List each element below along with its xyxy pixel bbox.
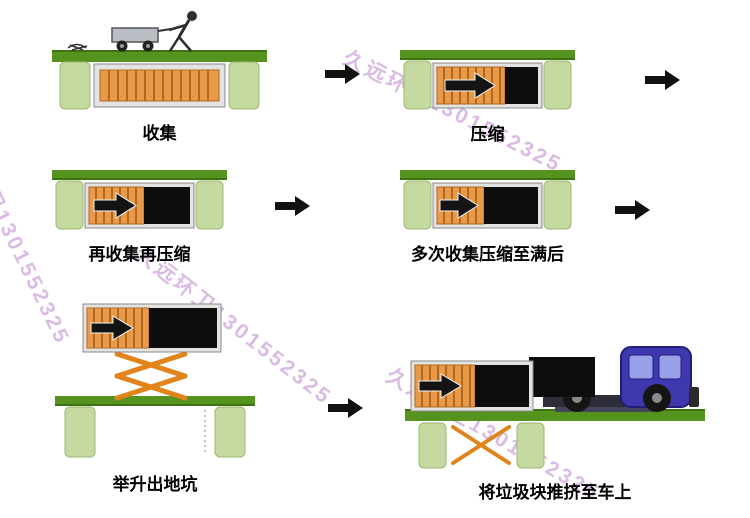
compacted-waste xyxy=(475,365,529,407)
compacted-waste xyxy=(505,67,538,104)
stage-lift-out-of-pit: 举升出地坑 xyxy=(55,302,255,495)
stage-compress-until-full: 多次收集压缩至满后 xyxy=(400,170,575,265)
ram-arrow-icon xyxy=(93,192,137,219)
stage-push-onto-truck: 将垃圾块推挤至车上 xyxy=(405,295,705,503)
truck-side-window xyxy=(628,354,654,380)
stage-recollect-recompress: 再收集再压缩 xyxy=(52,170,227,265)
pit-wall-right xyxy=(195,180,224,230)
waste-block-on-truck xyxy=(529,357,595,397)
pit-wall-left xyxy=(64,406,96,458)
compacted-waste xyxy=(484,187,538,224)
ram-arrow-icon xyxy=(90,315,134,341)
ground xyxy=(400,50,575,59)
stage-caption: 将垃圾块推挤至车上 xyxy=(478,483,632,502)
pit-wall-right xyxy=(228,61,260,110)
waste-container xyxy=(432,62,543,109)
pit-wall-left xyxy=(55,180,84,230)
ground xyxy=(52,170,227,179)
ground xyxy=(400,170,575,179)
ground xyxy=(405,411,705,421)
scissor-lift xyxy=(114,351,188,401)
full-container-scene-illustration xyxy=(400,170,575,230)
pit-wall-left xyxy=(403,180,432,230)
truck-windshield xyxy=(658,354,682,380)
pit-wall-right xyxy=(214,406,246,458)
collection-scene-illustration xyxy=(52,11,267,110)
compacted-waste xyxy=(149,308,217,348)
stage-caption: 再收集再压缩 xyxy=(88,245,191,264)
pit-wall-left xyxy=(403,60,432,110)
pit-wall-left xyxy=(418,422,447,469)
ground-edge xyxy=(400,58,575,60)
ground xyxy=(55,396,255,405)
pit-wall-left xyxy=(59,61,91,110)
flow-arrow-icon xyxy=(275,196,310,216)
flow-arrow-icon xyxy=(328,398,363,418)
ground-edge xyxy=(400,178,575,180)
pit-wall-right xyxy=(543,60,572,110)
stage-caption: 压缩 xyxy=(470,125,505,144)
truck-chassis xyxy=(555,407,655,412)
retracted-scissor-lift xyxy=(451,425,511,465)
ram-arrow-icon xyxy=(439,192,479,219)
handcart-icon xyxy=(111,27,172,52)
truck-bumper xyxy=(689,387,699,407)
flow-arrow-icon xyxy=(645,70,680,90)
ground-edge xyxy=(52,50,267,53)
waste-container xyxy=(93,63,226,108)
flow-arrow-icon xyxy=(325,64,360,84)
stage-caption: 收集 xyxy=(142,124,177,143)
waste-container xyxy=(432,182,543,229)
ram-arrow-icon xyxy=(418,373,462,399)
waste-container xyxy=(84,182,195,229)
compression-scene-illustration xyxy=(400,50,575,110)
stage-collection: 收集 xyxy=(52,6,267,144)
compacted-waste xyxy=(144,187,190,224)
recompression-scene-illustration xyxy=(52,170,227,230)
worker-figure-icon xyxy=(168,11,197,52)
stage-compression: 压缩 xyxy=(400,50,575,145)
ground xyxy=(52,52,267,62)
stage-caption: 举升出地坑 xyxy=(112,475,198,494)
ram-arrow-icon xyxy=(444,72,496,99)
debris-icon xyxy=(67,43,88,51)
scissor-lift-scene-illustration xyxy=(55,303,255,458)
ground-edge xyxy=(55,404,255,406)
waste-container xyxy=(410,360,534,412)
pit-wall-right xyxy=(516,422,545,469)
pit-wall-right xyxy=(543,180,572,230)
flow-arrow-icon xyxy=(615,200,650,220)
ground-edge xyxy=(52,178,227,180)
waste-container xyxy=(82,303,222,353)
stage-caption: 多次收集压缩至满后 xyxy=(411,245,564,264)
truck-loading-scene-illustration xyxy=(405,346,705,469)
